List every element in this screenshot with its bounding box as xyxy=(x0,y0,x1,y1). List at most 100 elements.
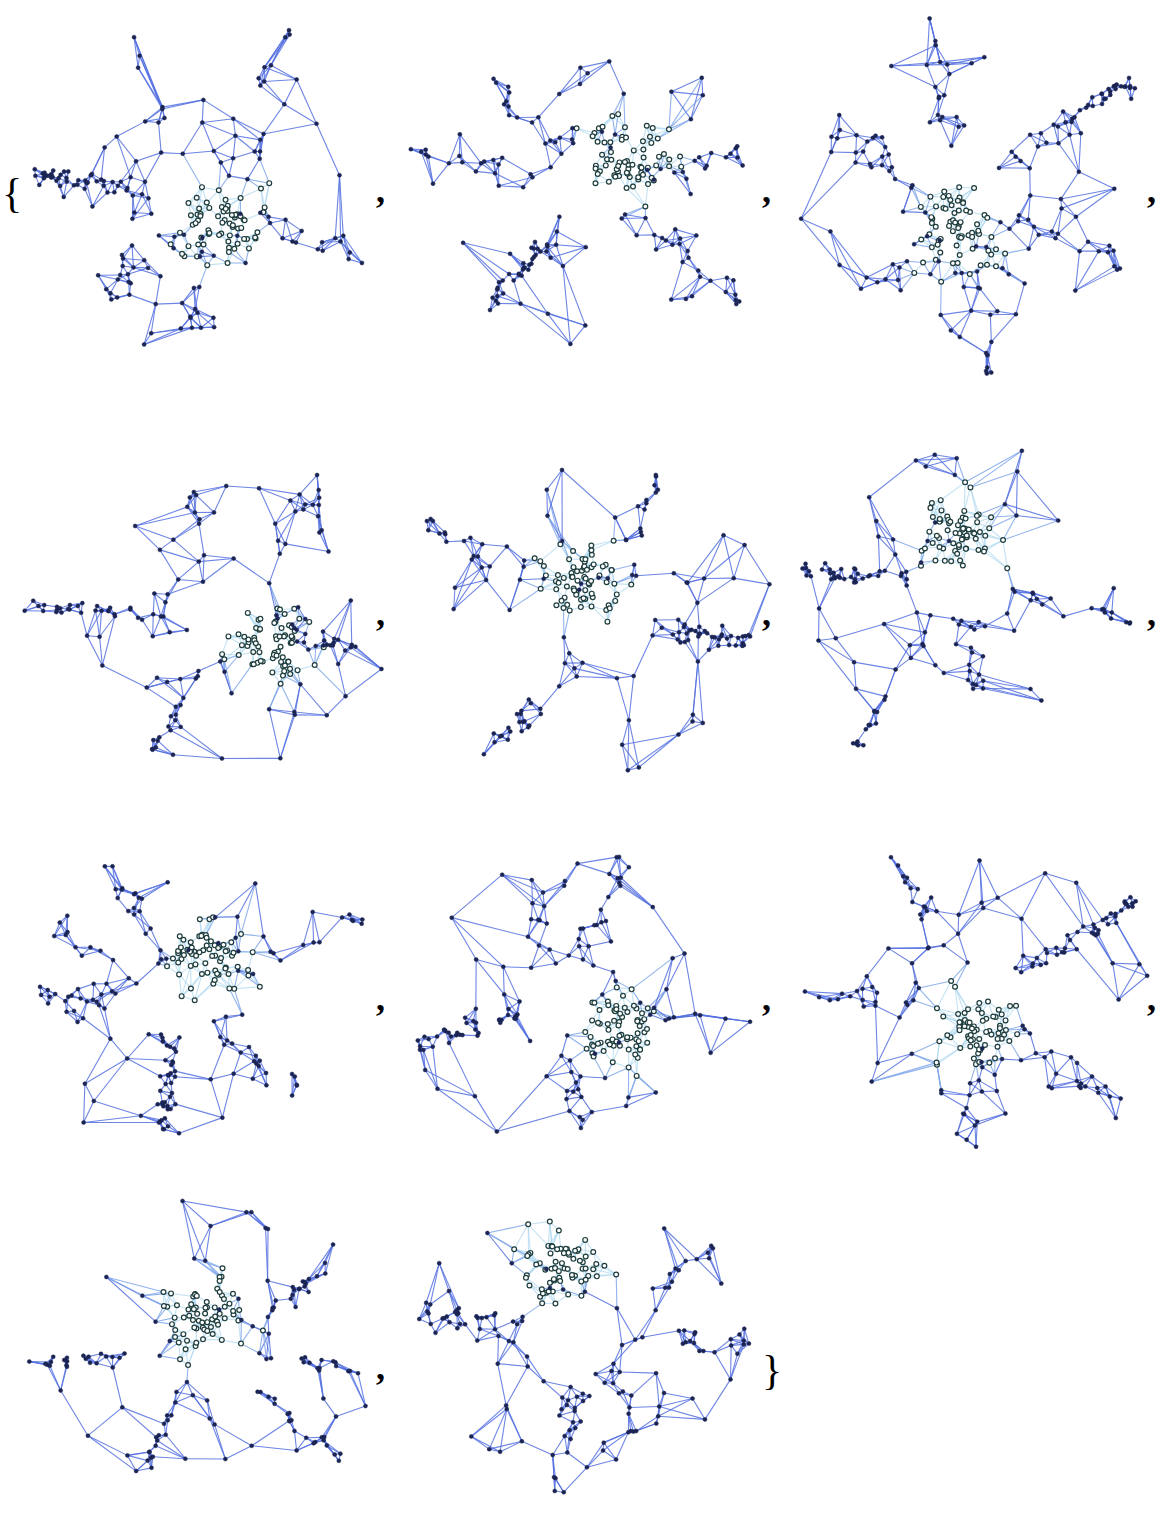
graph-vertex xyxy=(630,162,635,167)
graph-vertex xyxy=(684,297,688,301)
graph-vertex xyxy=(497,163,501,167)
graph-vertex xyxy=(143,180,147,184)
graph-vertex xyxy=(624,170,629,175)
graph-vertex xyxy=(172,235,176,239)
graph-vertex xyxy=(521,185,525,189)
graph-vertex xyxy=(641,147,646,152)
graph-vertex xyxy=(245,177,249,181)
graph-vertex xyxy=(426,155,430,159)
graph-vertex xyxy=(622,92,626,96)
graph-edge xyxy=(671,92,690,120)
graph-edge xyxy=(247,159,259,179)
graph-vertex xyxy=(673,227,677,231)
graph-plot xyxy=(409,59,745,346)
graph-vertex xyxy=(697,155,701,159)
graph-vertex xyxy=(654,163,659,168)
graph-edge xyxy=(284,79,296,104)
graph-edge xyxy=(264,35,289,68)
graph-edge xyxy=(202,119,233,123)
graph-vertex xyxy=(54,179,58,183)
graph-vertex xyxy=(201,98,205,102)
graph-vertex xyxy=(186,244,191,249)
graph-vertex xyxy=(288,33,292,37)
graph-vertex xyxy=(262,132,266,136)
graph-vertex xyxy=(698,275,702,279)
graph-vertex xyxy=(225,261,230,266)
graph-vertex xyxy=(268,221,272,225)
graph-vertex xyxy=(168,242,173,247)
graph-vertex xyxy=(64,176,68,180)
graph-edge xyxy=(689,258,699,271)
graph-vertex xyxy=(731,278,735,282)
graph-vertex xyxy=(461,241,465,245)
graph-vertex xyxy=(657,154,662,159)
graph-vertex xyxy=(108,291,112,295)
graph-edge xyxy=(532,122,545,143)
graph-vertex xyxy=(121,264,125,268)
graph-vertex xyxy=(495,287,499,291)
graph-vertex xyxy=(216,214,221,219)
graph-edge xyxy=(105,137,117,148)
graph-vertex xyxy=(90,205,94,209)
graph-vertex xyxy=(530,175,534,179)
graph-vertex xyxy=(339,240,343,244)
graph-vertex xyxy=(609,150,614,155)
graph-vertex xyxy=(127,293,131,297)
graph-edge xyxy=(221,162,229,175)
graph-vertex xyxy=(51,169,55,173)
graph-vertex xyxy=(120,253,124,257)
graph-edge xyxy=(182,288,194,303)
graph-vertex xyxy=(244,261,248,265)
graph-vertex xyxy=(284,218,288,222)
graph-vertex xyxy=(142,342,146,346)
graph-vertex xyxy=(229,213,234,218)
graph-vertex xyxy=(507,272,511,276)
graph-vertex xyxy=(258,138,262,142)
graph-edge xyxy=(92,186,103,207)
graph-vertex xyxy=(561,264,565,268)
graph-vertex xyxy=(578,82,582,86)
graph-vertex xyxy=(267,215,271,219)
graph-vertex xyxy=(593,181,598,186)
graph-vertex xyxy=(616,164,621,169)
graph-vertex xyxy=(231,156,235,160)
graph-vertex xyxy=(287,28,291,32)
graph-vertex xyxy=(195,311,199,315)
graph-vertex xyxy=(189,316,193,320)
graph-vertex xyxy=(662,152,667,157)
graph-vertex xyxy=(474,169,478,173)
graph-edge xyxy=(264,67,296,79)
graph-edge xyxy=(563,247,586,266)
graph-vertex xyxy=(86,181,90,185)
graph-vertex xyxy=(554,243,558,247)
graph-vertex xyxy=(725,276,729,280)
graph-vertex xyxy=(116,277,120,281)
graph-vertex xyxy=(138,54,142,58)
graph-vertex xyxy=(493,171,497,175)
graph-edge xyxy=(1041,125,1054,134)
graph-vertex xyxy=(116,184,120,188)
graph-vertex xyxy=(570,126,574,130)
graph-edge xyxy=(551,154,562,168)
graph-edge xyxy=(156,276,161,304)
graph-vertex xyxy=(118,273,122,277)
graph-vertex xyxy=(419,150,423,154)
graph-vertex xyxy=(431,182,435,186)
graph-vertex xyxy=(536,247,540,251)
graph-vertex xyxy=(347,257,351,261)
graph-vertex xyxy=(602,140,607,145)
graph-vertex xyxy=(258,149,262,153)
graph-vertex xyxy=(578,66,582,70)
graph-vertex xyxy=(681,170,685,174)
graph-edge xyxy=(588,61,610,73)
graph-vertex xyxy=(570,137,574,141)
graph-vertex xyxy=(479,161,483,165)
graph-vertex xyxy=(555,230,559,234)
graph-vertex xyxy=(316,247,320,251)
graph-vertex xyxy=(200,236,204,240)
graph-edge xyxy=(1012,135,1030,152)
graph-vertex xyxy=(235,241,240,246)
graph-vertex xyxy=(143,119,147,123)
graph-vertex xyxy=(574,126,579,131)
